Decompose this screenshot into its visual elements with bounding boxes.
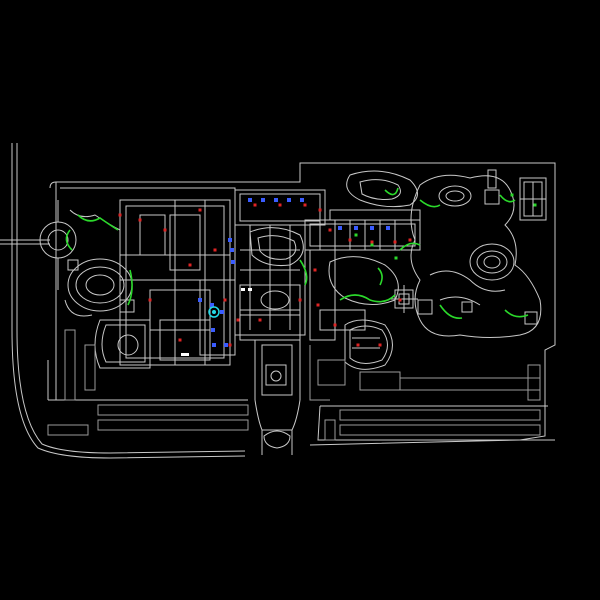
- white-accent: [241, 288, 245, 291]
- parking-rows: [47, 329, 541, 441]
- red-marker: [298, 298, 302, 302]
- green-marker: [533, 203, 537, 207]
- green-marker: [394, 256, 398, 260]
- red-marker: [313, 268, 317, 272]
- red-marker: [398, 298, 402, 302]
- blue-marker: [210, 303, 214, 307]
- cyan-fountain-core: [212, 310, 216, 314]
- green-path-line: [127, 269, 133, 306]
- blue-marker: [248, 198, 252, 202]
- green-path-line: [504, 309, 529, 318]
- green-path-line: [499, 194, 516, 203]
- red-marker: [213, 248, 217, 252]
- red-marker: [408, 238, 412, 242]
- white-accent: [248, 288, 252, 291]
- curved-lobby-building: [94, 319, 151, 369]
- left-garden: [64, 209, 135, 317]
- red-marker: [378, 343, 382, 347]
- blue-marker: [287, 198, 291, 202]
- blue-marker: [198, 298, 202, 302]
- red-marker: [393, 240, 397, 244]
- blue-marker: [386, 226, 390, 230]
- blue-marker: [354, 226, 358, 230]
- white-accent: [181, 353, 185, 356]
- green-marker: [510, 193, 514, 197]
- green-marker: [370, 243, 374, 247]
- annotation-marks-layer: [65, 187, 537, 356]
- red-marker: [356, 343, 360, 347]
- round-hall: [344, 319, 393, 370]
- blue-marker: [274, 198, 278, 202]
- red-marker: [328, 228, 332, 232]
- green-path-line: [299, 259, 308, 286]
- red-marker: [258, 318, 262, 322]
- left-roundabout: [2, 200, 77, 290]
- green-path-line: [77, 214, 119, 231]
- red-marker: [370, 240, 374, 244]
- blue-marker: [300, 198, 304, 202]
- site-outline-layer: [0, 143, 556, 459]
- blue-marker: [261, 198, 265, 202]
- garden-pavilions: [390, 169, 538, 325]
- blue-marker: [230, 248, 234, 252]
- red-marker: [148, 298, 152, 302]
- red-marker: [318, 208, 322, 212]
- green-path-line: [377, 267, 383, 286]
- cyan-fountain-ring: [208, 306, 220, 318]
- red-marker: [198, 208, 202, 212]
- green-path-line: [384, 187, 399, 196]
- blue-marker: [370, 226, 374, 230]
- red-marker: [278, 203, 282, 207]
- blue-marker: [224, 343, 228, 347]
- tennis-court: [519, 177, 547, 221]
- blue-marker: [211, 328, 215, 332]
- blue-marker: [228, 238, 232, 242]
- red-marker: [236, 318, 240, 322]
- blue-marker: [338, 226, 342, 230]
- red-marker: [223, 298, 227, 302]
- red-marker: [138, 218, 142, 222]
- red-marker: [316, 303, 320, 307]
- red-marker: [178, 338, 182, 342]
- white-accent: [185, 353, 189, 356]
- red-marker: [188, 263, 192, 267]
- red-marker: [163, 228, 167, 232]
- red-marker: [118, 213, 122, 217]
- main-building: [119, 189, 326, 366]
- green-path-line: [65, 229, 73, 251]
- site-boundary: [47, 162, 556, 446]
- blue-marker: [231, 260, 235, 264]
- red-marker: [333, 323, 337, 327]
- red-marker: [228, 343, 232, 347]
- green-path-line: [419, 199, 441, 208]
- blue-marker: [220, 310, 224, 314]
- green-path-line: [339, 294, 396, 303]
- green-marker: [354, 233, 358, 237]
- landscape-hills: [249, 170, 542, 338]
- red-marker: [303, 203, 307, 207]
- green-path-line: [399, 242, 421, 251]
- red-marker: [253, 203, 257, 207]
- green-path-line: [439, 304, 463, 320]
- red-marker: [348, 238, 352, 242]
- blue-marker: [212, 343, 216, 347]
